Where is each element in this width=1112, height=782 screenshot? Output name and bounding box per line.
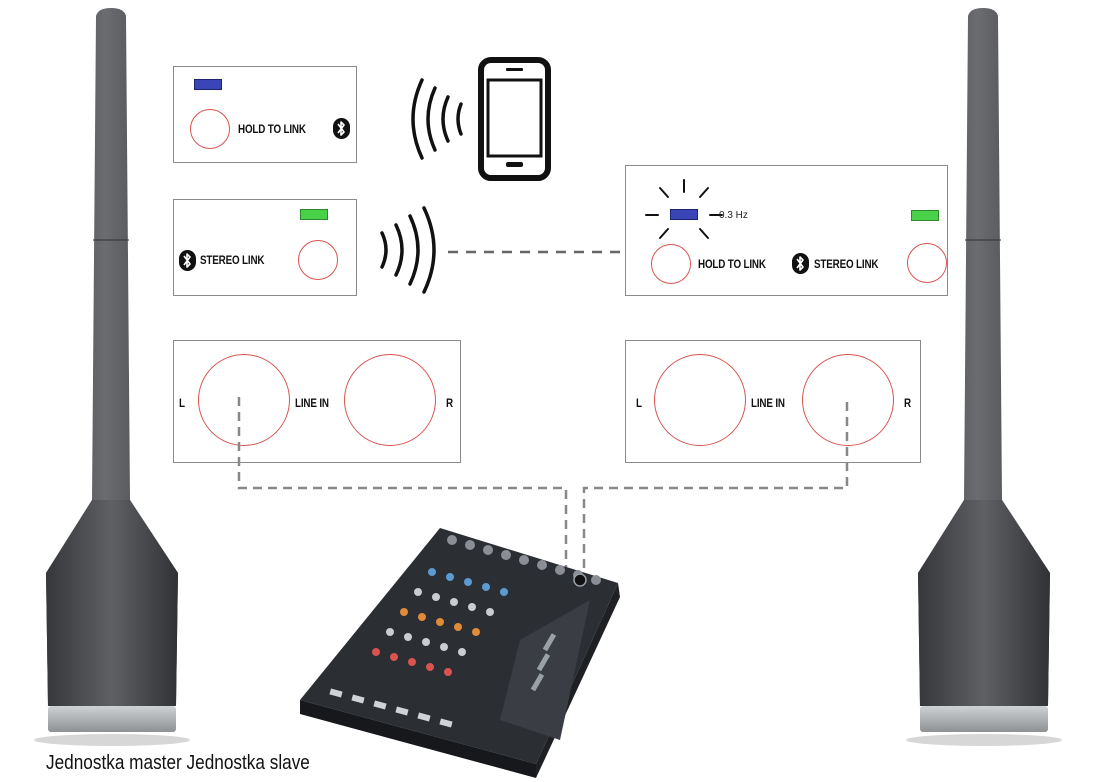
green-led-indicator	[911, 210, 939, 221]
slave-speaker-column-icon	[906, 8, 1062, 746]
stereo-link-button[interactable]	[907, 243, 947, 283]
blue-led-indicator	[194, 79, 222, 90]
master-stereo-link-panel: STEREO LINK	[173, 199, 357, 296]
stereo-link-signal-icon	[380, 206, 436, 294]
left-channel-label: L	[636, 396, 642, 410]
bluetooth-icon	[792, 253, 809, 274]
right-channel-label: R	[446, 396, 453, 410]
green-led-indicator	[300, 209, 328, 220]
line-in-left-jack[interactable]	[654, 354, 746, 446]
smartphone-icon	[478, 57, 551, 181]
blink-rays-icon	[645, 179, 723, 239]
stereo-link-button[interactable]	[298, 240, 338, 280]
line-in-left-jack[interactable]	[198, 354, 290, 446]
blink-frequency-label: 0.3 Hz	[719, 210, 748, 221]
slave-line-in-panel: L LINE IN R	[625, 340, 921, 463]
hold-to-link-label: HOLD TO LINK	[698, 257, 766, 271]
bluetooth-pairing-panel: HOLD TO LINK	[173, 66, 357, 163]
line-in-label: LINE IN	[751, 396, 785, 410]
wireless-signal-icon	[411, 78, 463, 160]
bluetooth-icon	[333, 118, 350, 139]
line-in-label: LINE IN	[295, 396, 329, 410]
hold-to-link-button[interactable]	[190, 109, 230, 149]
line-in-right-jack[interactable]	[802, 354, 894, 446]
master-speaker-column-icon	[34, 8, 190, 746]
left-channel-label: L	[179, 396, 185, 410]
hold-to-link-button[interactable]	[651, 244, 691, 284]
stereo-link-label: STEREO LINK	[200, 253, 265, 267]
audio-mixer-icon	[300, 528, 620, 778]
bluetooth-icon	[179, 250, 196, 271]
right-channel-label: R	[904, 396, 911, 410]
master-line-in-panel: L LINE IN R	[173, 340, 461, 463]
hold-to-link-label: HOLD TO LINK	[238, 122, 306, 136]
caption-text: Jednostka master Jednostka slave	[46, 752, 310, 774]
line-in-right-jack[interactable]	[344, 354, 436, 446]
stereo-link-label: STEREO LINK	[814, 257, 879, 271]
blinking-blue-led-indicator	[670, 209, 698, 220]
slave-link-panel: 0.3 Hz HOLD TO LINK STEREO LINK	[625, 165, 948, 296]
